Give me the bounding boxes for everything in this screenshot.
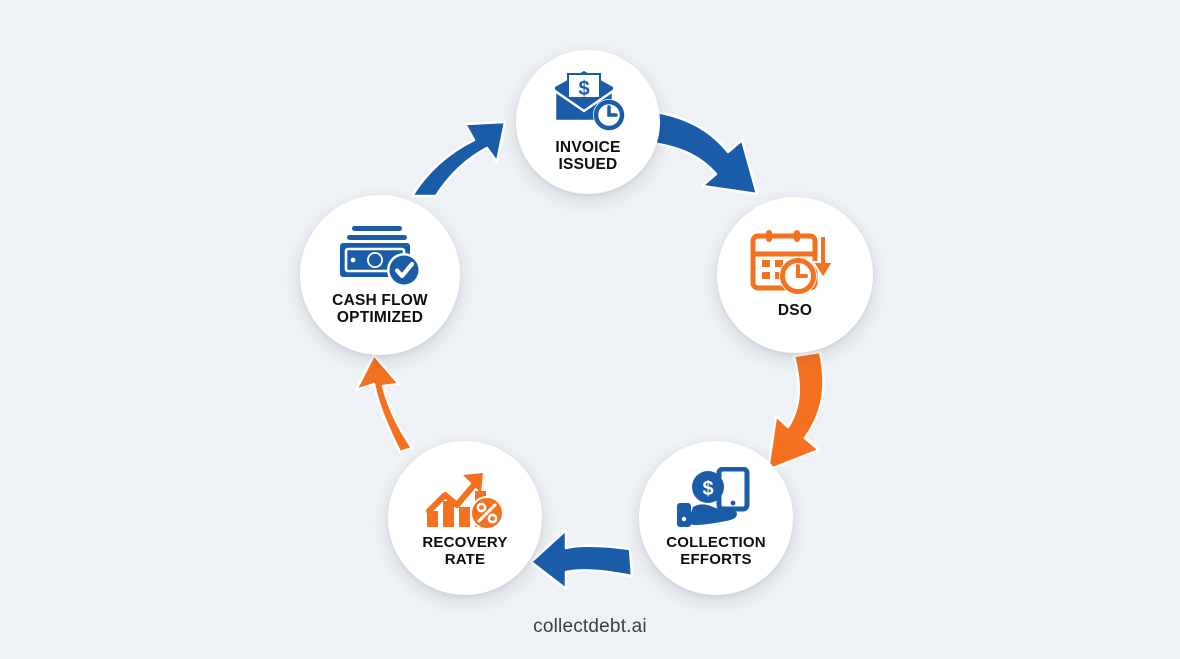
arrow-dso-to-collection	[766, 350, 825, 472]
node-dso[interactable]: DSO	[717, 197, 873, 353]
arrow-recovery-to-cashflow	[354, 353, 414, 454]
invoice-envelope-clock-icon: $ $	[549, 70, 627, 133]
arrow-cashflow-to-invoice	[410, 120, 507, 198]
node-collection-efforts[interactable]: $ COLLECTION EFFORTS	[639, 441, 793, 595]
node-invoice-issued[interactable]: $ $ INVOICE ISSUED	[516, 50, 660, 194]
node-recovery-rate[interactable]: RECOVERY RATE	[388, 441, 542, 595]
calendar-clock-down-arrow-icon	[750, 230, 840, 296]
node-label-dso: DSO	[777, 302, 813, 320]
footer-brand-text: collectdebt.ai	[533, 616, 647, 637]
node-label-cash-flow-optimized: CASH FLOW OPTIMIZED	[332, 291, 428, 326]
hand-coin-phone-icon: $	[675, 466, 757, 529]
node-label-collection-efforts: COLLECTION EFFORTS	[666, 534, 766, 568]
node-label-invoice-issued: INVOICE ISSUED	[555, 138, 621, 173]
node-label-recovery-rate: RECOVERY RATE	[422, 534, 508, 568]
arrow-invoice-to-dso	[650, 110, 759, 196]
svg-text:$: $	[702, 478, 713, 500]
bar-chart-percent-growth-icon	[423, 467, 507, 531]
svg-text:$: $	[578, 78, 589, 100]
banknotes-check-icon	[336, 224, 424, 287]
arrow-collection-to-recovery	[529, 528, 634, 591]
node-cash-flow-optimized[interactable]: CASH FLOW OPTIMIZED	[300, 195, 460, 355]
